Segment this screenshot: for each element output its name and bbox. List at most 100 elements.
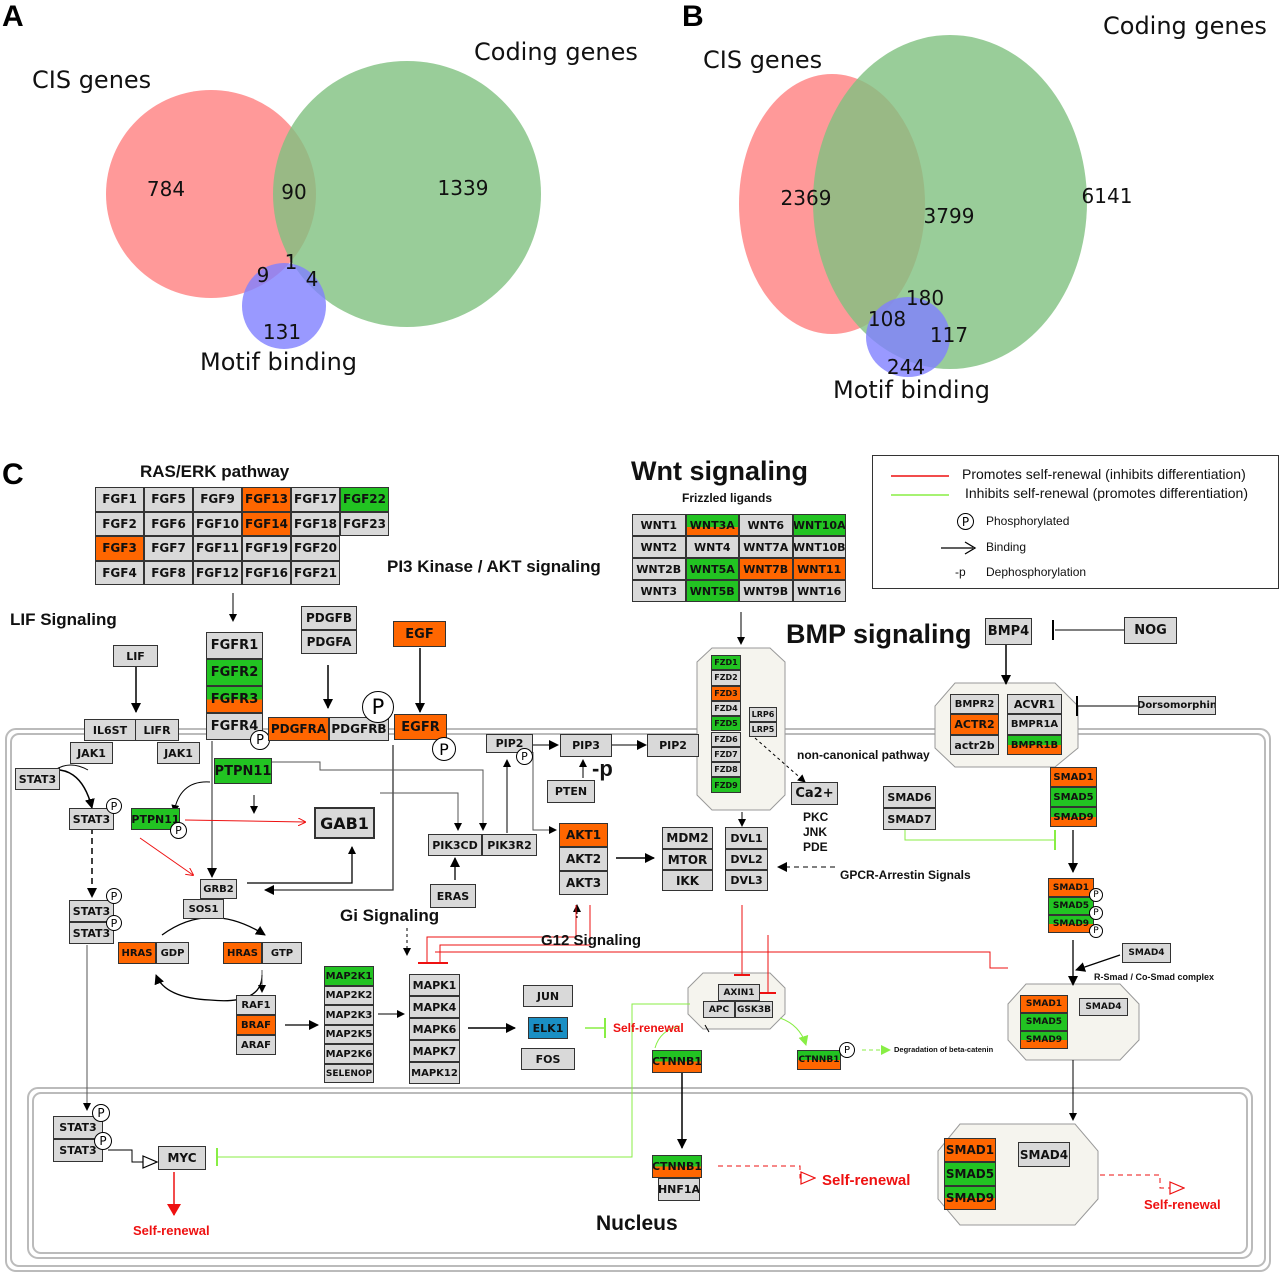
gene-sos1[interactable]: SOS1 — [183, 899, 224, 919]
gene-smad9-nuclear[interactable]: SMAD9 — [944, 1186, 996, 1210]
gene-ptpn11-p[interactable]: PTPN11 — [131, 808, 180, 830]
gene-pik3r2[interactable]: PIK3R2 — [482, 834, 537, 856]
gene-dorsomorphin[interactable]: Dorsomorphin — [1138, 696, 1216, 715]
gene-map2k3[interactable]: MAP2K3 — [324, 1005, 374, 1025]
gene-axin1[interactable]: AXIN1 — [718, 984, 760, 1001]
gene-fgf19[interactable]: FGF19 — [242, 536, 291, 561]
gene-fzd3[interactable]: FZD3 — [711, 685, 741, 701]
gene-fgf17[interactable]: FGF17 — [291, 487, 340, 512]
gene-smad9-complex[interactable]: SMAD9 — [1020, 1031, 1068, 1049]
gene-hnf1a[interactable]: HNF1A — [658, 1178, 700, 1201]
gene-fzd9[interactable]: FZD9 — [711, 777, 741, 793]
gene-smad1-complex[interactable]: SMAD1 — [1020, 995, 1068, 1013]
gene-stat3-p[interactable]: STAT3 — [69, 808, 114, 830]
gene-wnt16[interactable]: WNT16 — [792, 580, 846, 602]
gene-eras[interactable]: ERAS — [430, 884, 476, 908]
gene-stat3-nuc-top[interactable]: STAT3 — [53, 1116, 103, 1139]
gene-smad1-p[interactable]: SMAD1 — [1048, 878, 1094, 897]
gene-smad5-p[interactable]: SMAD5 — [1048, 897, 1094, 915]
gene-lrp6[interactable]: LRP6 — [749, 707, 777, 722]
gene-smad9-p[interactable]: SMAD9 — [1048, 915, 1094, 933]
gene-il6st[interactable]: IL6ST — [84, 719, 136, 741]
gene-lrp5[interactable]: LRP5 — [749, 722, 777, 737]
gene-wnt10a[interactable]: WNT10A — [792, 514, 846, 536]
gene-actr2b[interactable]: actr2b — [950, 735, 999, 755]
gene-map2k1[interactable]: MAP2K1 — [324, 966, 374, 986]
gene-bmpr2[interactable]: BMPR2 — [950, 694, 999, 714]
gene-fgf8[interactable]: FGF8 — [144, 560, 193, 585]
gene-smad1[interactable]: SMAD1 — [1050, 767, 1097, 787]
gene-wnt1[interactable]: WNT1 — [632, 514, 686, 536]
gene-wnt11[interactable]: WNT11 — [792, 558, 846, 580]
gene-raf1[interactable]: RAF1 — [236, 995, 276, 1015]
gene-map2k6[interactable]: MAP2K6 — [324, 1044, 374, 1064]
gene-smad1-nuclear[interactable]: SMAD1 — [944, 1138, 996, 1162]
gene-ptpn11[interactable]: PTPN11 — [214, 758, 272, 784]
gene-pdgfb[interactable]: PDGFB — [301, 606, 357, 630]
gene-bmpr1a[interactable]: BMPR1A — [1007, 714, 1062, 735]
gene-mdm2[interactable]: MDM2 — [662, 827, 713, 849]
gene-actr2[interactable]: ACTR2 — [950, 714, 999, 735]
gene-smad7[interactable]: SMAD7 — [883, 808, 936, 830]
gene-map2k5[interactable]: MAP2K5 — [324, 1025, 374, 1044]
gene-jak1-right[interactable]: JAK1 — [157, 742, 200, 764]
gene-pdgfa[interactable]: PDGFA — [301, 630, 357, 654]
gene-smad6[interactable]: SMAD6 — [883, 786, 936, 808]
gene-fgf7[interactable]: FGF7 — [144, 536, 193, 561]
gene-wnt5a[interactable]: WNT5A — [685, 558, 739, 580]
gene-bmp4[interactable]: BMP4 — [985, 618, 1032, 645]
gene-fgf2[interactable]: FGF2 — [95, 511, 144, 536]
gene-pik3cd[interactable]: PIK3CD — [428, 834, 482, 856]
gene-fgf6[interactable]: FGF6 — [144, 511, 193, 536]
gene-stat3-dimer-bottom[interactable]: STAT3 — [69, 922, 114, 944]
gene-fgf4[interactable]: FGF4 — [95, 560, 144, 585]
gene-smad5-complex[interactable]: SMAD5 — [1020, 1013, 1068, 1031]
gene-fgf18[interactable]: FGF18 — [291, 511, 340, 536]
gene-fzd7[interactable]: FZD7 — [711, 746, 741, 763]
gene-akt3[interactable]: AKT3 — [559, 871, 608, 895]
gene-fgf22[interactable]: FGF22 — [340, 487, 389, 512]
gene-fgf16[interactable]: FGF16 — [242, 560, 291, 585]
gene-wnt3a[interactable]: WNT3A — [685, 514, 739, 536]
gene-ctnnb1[interactable]: CTNNB1 — [652, 1050, 702, 1073]
gene-fzd6[interactable]: FZD6 — [711, 731, 741, 747]
gene-fzd1[interactable]: FZD1 — [711, 655, 741, 671]
gene-jak1-left[interactable]: JAK1 — [70, 742, 113, 764]
gene-fgfr1[interactable]: FGFR1 — [206, 632, 263, 659]
gene-hras-gdp[interactable]: HRAS — [118, 942, 156, 964]
gene-mapk4[interactable]: MAPK4 — [409, 996, 460, 1018]
gene-mapk7[interactable]: MAPK7 — [409, 1040, 460, 1062]
gene-fgfr3[interactable]: FGFR3 — [206, 686, 263, 713]
gene-gsk3b[interactable]: GSK3B — [735, 1001, 773, 1018]
gene-fzd5[interactable]: FZD5 — [711, 716, 741, 732]
gene-egfr[interactable]: EGFR — [394, 714, 447, 740]
gene-myc[interactable]: MYC — [158, 1146, 206, 1170]
gene-smad5[interactable]: SMAD5 — [1050, 787, 1097, 807]
gene-pten[interactable]: PTEN — [547, 780, 595, 803]
gene-wnt2[interactable]: WNT2 — [632, 536, 686, 558]
gene-wnt3[interactable]: WNT3 — [632, 580, 686, 602]
gene-dvl2[interactable]: DVL2 — [725, 849, 768, 870]
gene-fgf11[interactable]: FGF11 — [193, 536, 242, 561]
gene-ctnnb1-nuclear[interactable]: CTNNB1 — [652, 1155, 702, 1178]
gene-wnt6[interactable]: WNT6 — [739, 514, 793, 536]
gene-fgf1[interactable]: FGF1 — [95, 487, 144, 512]
gene-braf[interactable]: BRAF — [236, 1015, 276, 1035]
gene-fzd2[interactable]: FZD2 — [711, 670, 741, 686]
gene-gab1[interactable]: GAB1 — [314, 807, 375, 839]
gene-egf[interactable]: EGF — [393, 621, 446, 647]
gene-smad4-complex[interactable]: SMAD4 — [1079, 998, 1128, 1016]
gene-ca2[interactable]: Ca2+ — [791, 782, 838, 805]
gene-elk1[interactable]: ELK1 — [528, 1017, 568, 1039]
gene-lifr[interactable]: LIFR — [135, 719, 179, 741]
gene-pdgfra[interactable]: PDGFRA — [268, 717, 329, 741]
gene-fgf10[interactable]: FGF10 — [193, 511, 242, 536]
gene-fzd8[interactable]: FZD8 — [711, 762, 741, 778]
gene-fgf13[interactable]: FGF13 — [242, 487, 291, 512]
gene-apc[interactable]: APC — [703, 1001, 735, 1018]
gene-fgf5[interactable]: FGF5 — [144, 487, 193, 512]
gene-selenop[interactable]: SELENOP — [324, 1064, 374, 1083]
gene-dvl3[interactable]: DVL3 — [725, 870, 768, 891]
gene-grb2[interactable]: GRB2 — [200, 879, 237, 899]
gene-mapk6[interactable]: MAPK6 — [409, 1018, 460, 1040]
